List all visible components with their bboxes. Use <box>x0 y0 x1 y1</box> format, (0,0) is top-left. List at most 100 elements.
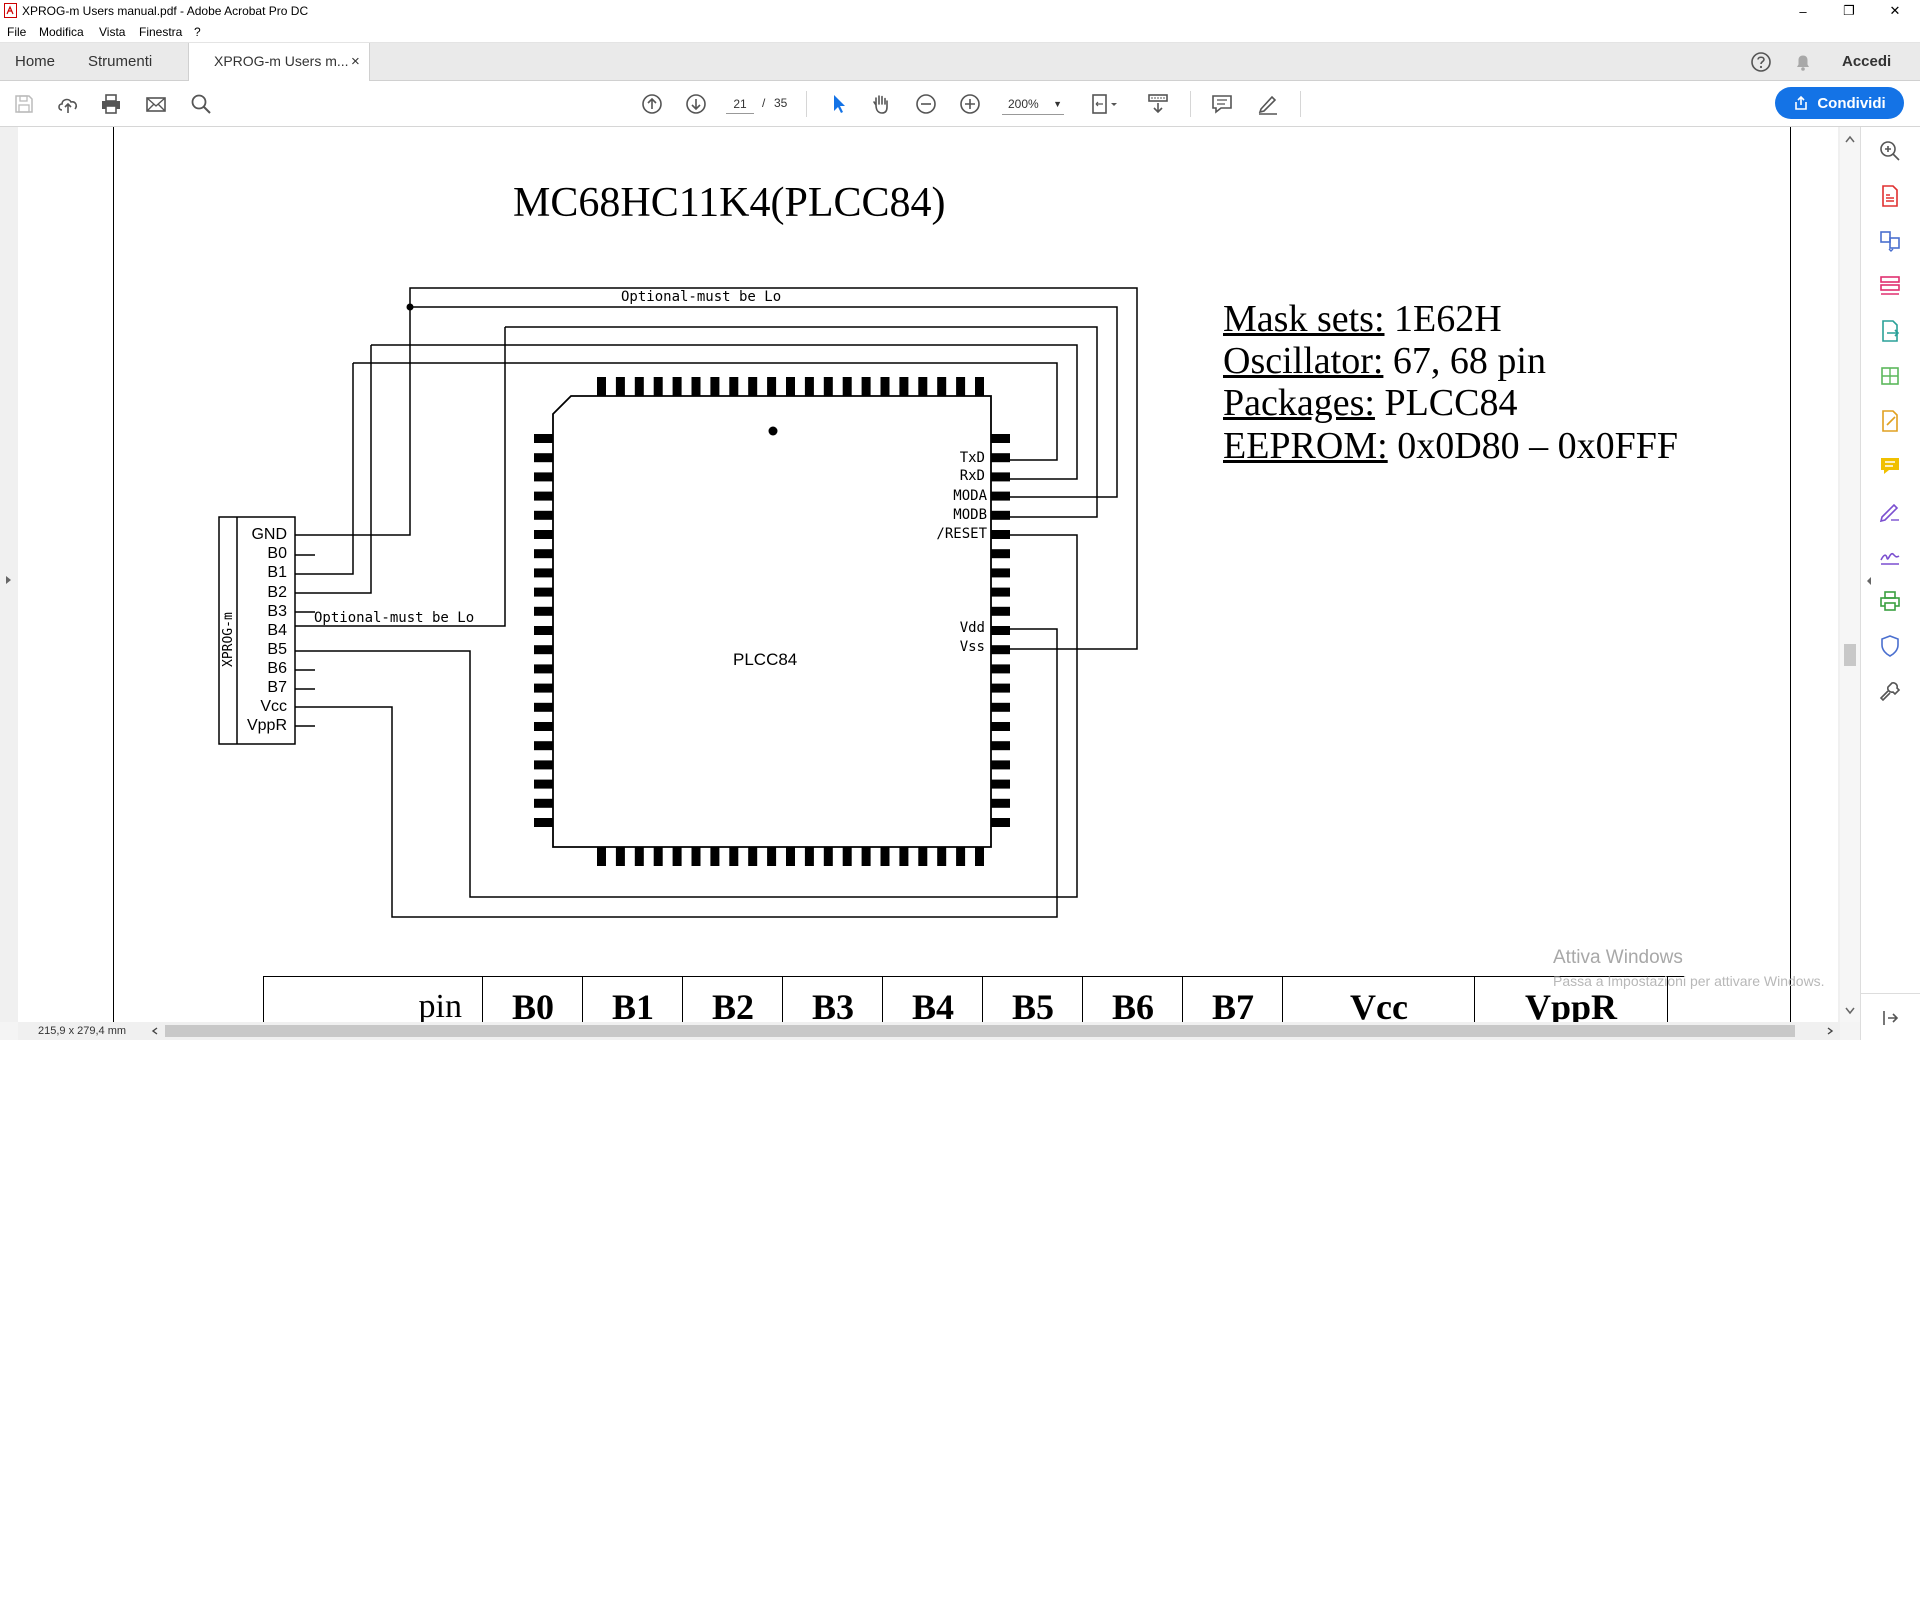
scroll-right-icon[interactable] <box>1826 1027 1834 1035</box>
chip-pin-rxd: RxD <box>960 468 985 484</box>
pin1-marker <box>768 426 778 436</box>
document-viewport[interactable]: MC68HC11K4(PLCC84) Mask sets: 1E62H Osci… <box>0 127 1840 1022</box>
horizontal-scroll-thumb[interactable] <box>165 1025 1795 1037</box>
previous-page-button[interactable] <box>640 92 664 116</box>
restore-button[interactable]: ❐ <box>1826 0 1872 22</box>
note-optional-left: Optional-must be Lo <box>314 610 474 626</box>
chip-pad-right <box>991 683 1010 693</box>
combine-files-icon <box>1880 231 1900 252</box>
chip-pad-bottom <box>729 847 739 866</box>
tool-edit[interactable] <box>1876 362 1904 390</box>
print-icon <box>102 94 120 114</box>
scroll-mode-button[interactable] <box>1146 92 1170 116</box>
chip-pad-left <box>534 530 553 539</box>
pin-table-header-b4: B4 <box>882 977 983 1022</box>
connector-pin-label: B1 <box>267 564 287 581</box>
scroll-left-icon[interactable] <box>151 1027 159 1035</box>
chip-pin-modb: MODB <box>953 507 987 523</box>
notifications-bell-icon[interactable] <box>1792 51 1814 73</box>
left-panel-toggle-icon[interactable] <box>3 573 13 587</box>
page-size-label: 215,9 x 279,4 mm <box>38 1025 127 1037</box>
edit-pdf-icon <box>1881 367 1899 385</box>
upload-cloud-button[interactable] <box>56 92 80 116</box>
chip-pad-left <box>534 683 553 693</box>
pin-table-header-b1: B1 <box>582 977 683 1022</box>
chip-pad-left <box>534 818 553 827</box>
signature-pen-icon <box>1879 503 1899 523</box>
vertical-scroll-thumb[interactable] <box>1844 644 1856 666</box>
pin-table-header-b7: B7 <box>1182 977 1283 1022</box>
share-button[interactable]: Condividi <box>1775 87 1904 119</box>
chip-pad-bottom <box>956 847 966 866</box>
chip-pin-txd: TxD <box>960 450 985 466</box>
chip-pad-bottom <box>975 847 984 866</box>
tab-tools[interactable]: Strumenti <box>88 53 153 70</box>
page-fit-button[interactable] <box>1090 92 1120 116</box>
menu-vista[interactable]: Vista <box>99 25 126 39</box>
tool-enhance-scan[interactable] <box>1876 137 1904 165</box>
page-number-input[interactable]: 21 <box>726 95 754 114</box>
wiring-schematic: PLCC84 TxD RxD MODA MODB /RESET Vdd Vss … <box>218 287 1138 918</box>
scroll-up-icon[interactable] <box>1845 135 1855 143</box>
tool-sign[interactable] <box>1876 542 1904 570</box>
menu-file[interactable]: File <box>7 25 27 39</box>
tool-comment[interactable] <box>1876 452 1904 480</box>
chip-pad-right <box>991 472 1010 482</box>
tab-close-icon[interactable]: × <box>351 53 360 70</box>
select-tool-button[interactable] <box>827 92 851 116</box>
chip-pins <box>534 377 1010 866</box>
tool-request-signature[interactable] <box>1876 497 1904 525</box>
comment-button[interactable] <box>1210 92 1234 116</box>
chip-pad-top <box>615 377 625 396</box>
tool-combine[interactable] <box>1876 227 1904 255</box>
chip-pad-top <box>710 377 720 396</box>
tab-document[interactable]: XPROG-m Users m... × <box>188 43 370 81</box>
collapse-pane-icon[interactable] <box>1865 575 1873 587</box>
next-page-button[interactable] <box>684 92 708 116</box>
signin-link[interactable]: Accedi <box>1842 53 1892 70</box>
tab-home[interactable]: Home <box>15 53 56 70</box>
scroll-down-icon[interactable] <box>1845 1007 1855 1015</box>
chip-pad-top <box>634 377 644 396</box>
vertical-scrollbar[interactable] <box>1840 127 1860 1022</box>
chip-pad-top <box>729 377 739 396</box>
sign-icon <box>1880 552 1900 565</box>
chevron-down-icon: ▼ <box>1053 99 1062 109</box>
tool-export[interactable] <box>1876 317 1904 345</box>
chip-pad-right <box>991 587 1010 597</box>
menu-modifica[interactable]: Modifica <box>39 25 84 39</box>
connector-pin-label: B3 <box>267 603 287 620</box>
zoom-out-button[interactable] <box>914 92 938 116</box>
zoom-select[interactable]: 200% ▼ <box>1002 94 1064 115</box>
menu-help[interactable]: ? <box>194 25 201 39</box>
tool-create-pdf[interactable] <box>1876 182 1904 210</box>
email-button[interactable] <box>144 92 168 116</box>
connector-pin-label: B0 <box>267 545 287 562</box>
chip-pad-bottom <box>842 847 852 866</box>
tool-organize[interactable] <box>1876 272 1904 300</box>
minimize-button[interactable]: – <box>1780 0 1826 22</box>
hand-tool-button[interactable] <box>869 92 893 116</box>
print-button[interactable] <box>99 92 123 116</box>
tool-fill-sign[interactable] <box>1876 407 1904 435</box>
tool-more-tools[interactable] <box>1876 677 1904 705</box>
pin-table-header-b5: B5 <box>982 977 1083 1022</box>
chip-pad-right <box>991 626 1010 635</box>
save-button[interactable] <box>12 92 36 116</box>
expand-pane-button[interactable] <box>1876 1004 1904 1032</box>
zoom-in-button[interactable] <box>958 92 982 116</box>
highlight-button[interactable] <box>1256 92 1280 116</box>
chip-pad-bottom <box>937 847 947 866</box>
menu-finestra[interactable]: Finestra <box>139 25 183 39</box>
info-oscillator-key: Oscillator: <box>1223 340 1384 382</box>
search-button[interactable] <box>189 92 213 116</box>
menu-bar: File Modifica Vista Finestra ? <box>0 22 1920 43</box>
close-window-button[interactable]: ✕ <box>1872 0 1918 22</box>
chip-pin-reset: /RESET <box>936 526 987 542</box>
chip-pad-top <box>899 377 909 396</box>
status-bar: 215,9 x 279,4 mm <box>18 1022 1840 1040</box>
tool-protect[interactable] <box>1876 632 1904 660</box>
tool-print-production[interactable] <box>1876 587 1904 615</box>
chip-pad-right <box>991 530 1010 539</box>
help-icon[interactable] <box>1750 51 1772 73</box>
